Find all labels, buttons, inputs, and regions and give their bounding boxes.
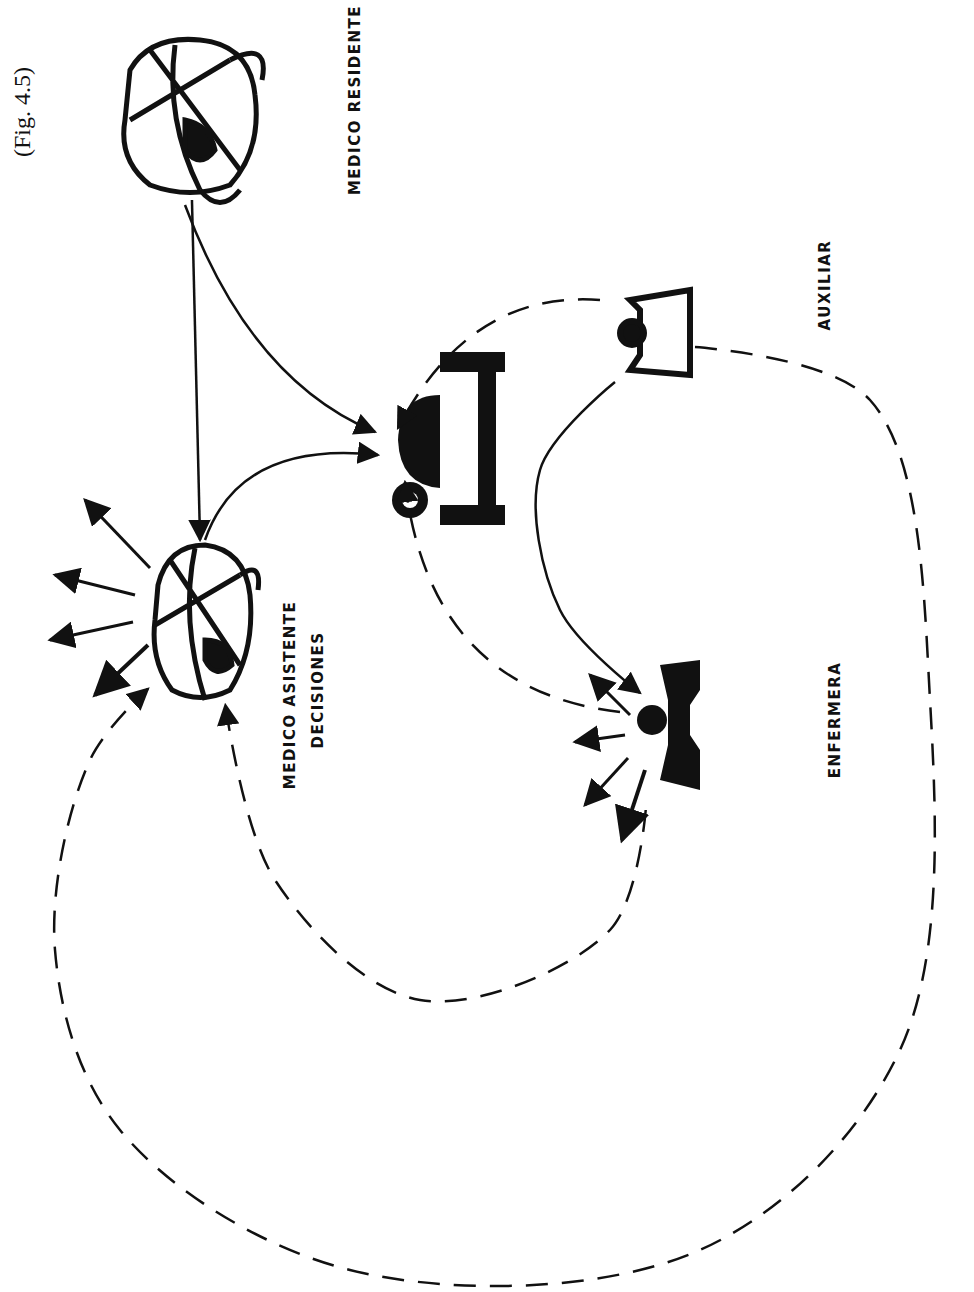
figure-node: AUXILIAR xyxy=(615,285,695,385)
flow-connector xyxy=(536,382,640,693)
role-label: AUXILIAR xyxy=(816,240,834,331)
resident-head xyxy=(124,39,264,202)
attending-head xyxy=(154,545,259,700)
figure-number: (Fig. 4.5) xyxy=(9,67,36,157)
flow-connector xyxy=(192,200,200,540)
figure-node: ENFERMERA xyxy=(640,640,702,810)
role-label: MEDICO ASISTENTE xyxy=(281,601,299,790)
flow-connector xyxy=(54,347,935,1286)
figure-node: MEDICO RESIDENTE xyxy=(120,35,260,200)
role-label: ENFERMERA xyxy=(826,662,844,779)
auxiliary-figure xyxy=(620,290,690,375)
role-label: MEDICO RESIDENTE xyxy=(346,5,364,195)
figure-node: MEDICO ASISTENTEDECISIONES xyxy=(148,540,256,705)
care-arrows xyxy=(185,205,620,712)
decision-arrows xyxy=(50,500,645,840)
role-label: DECISIONES xyxy=(309,631,327,748)
patient-bed xyxy=(392,352,505,525)
